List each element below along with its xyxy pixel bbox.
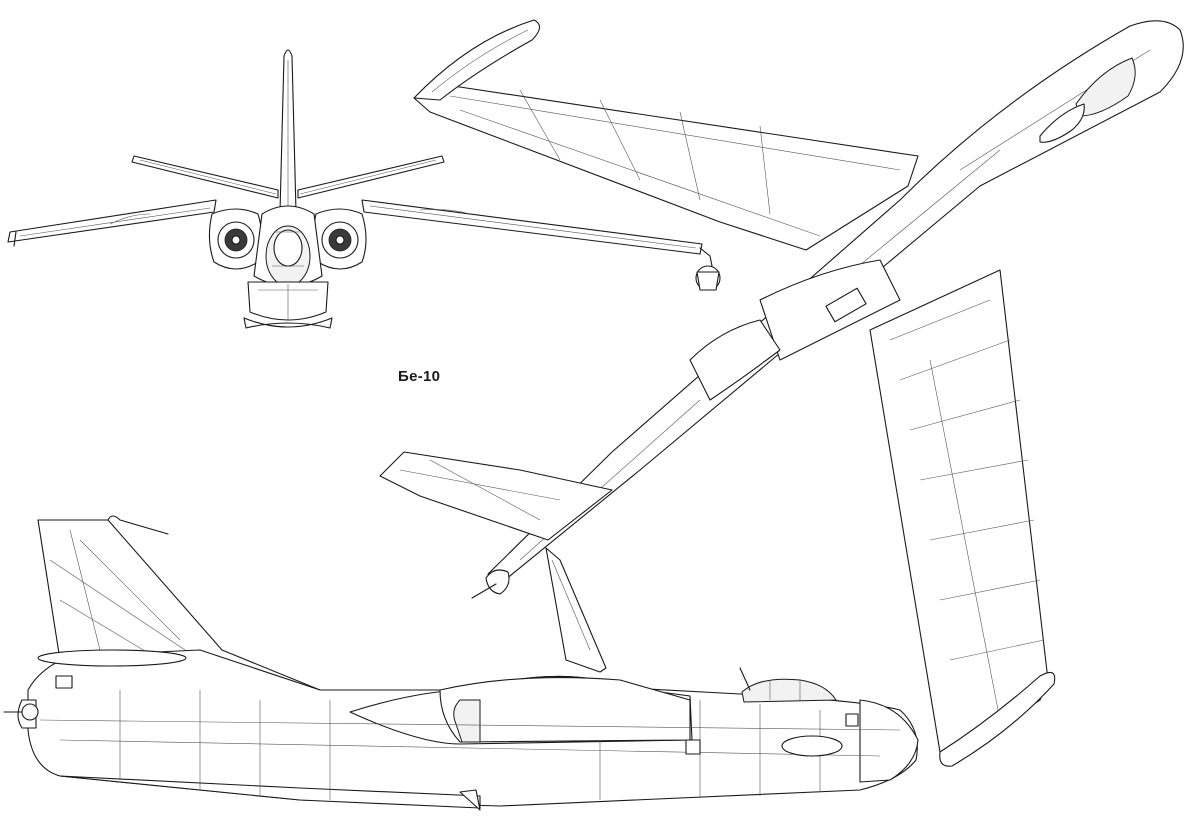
- drawing-caption: Бе-10: [398, 368, 441, 385]
- top-view: [379, 19, 1184, 767]
- front-view: [7, 49, 721, 329]
- side-view: [3, 515, 919, 811]
